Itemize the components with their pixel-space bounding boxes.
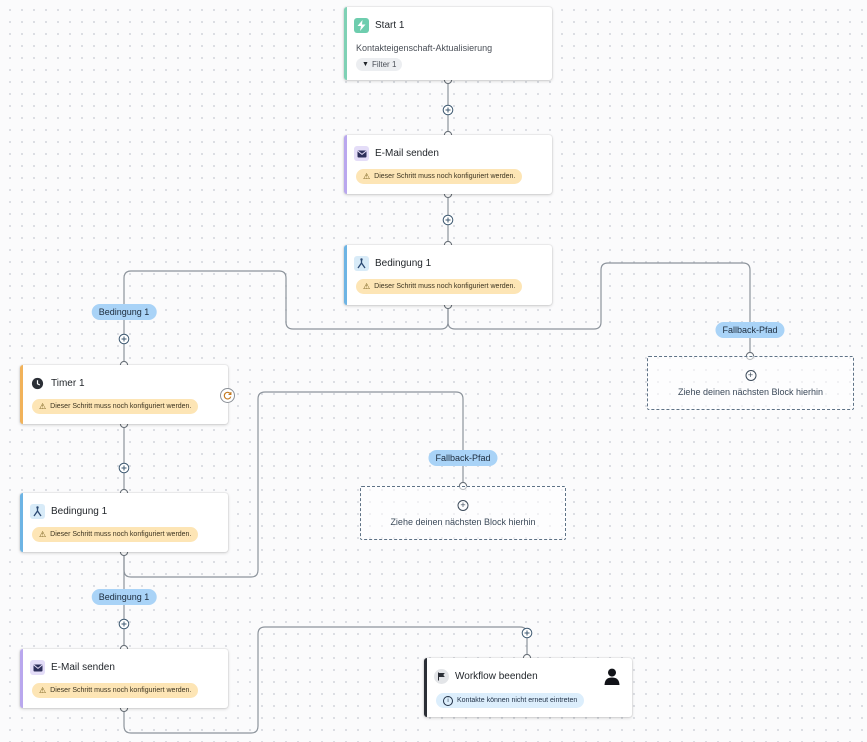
warning-icon: ⚠: [39, 530, 47, 539]
plus-circle-icon: +: [457, 500, 469, 511]
add-step-buttons[interactable]: [118, 104, 533, 639]
drop-zone-text: Ziehe deinen nächsten Block hierhin: [677, 387, 824, 397]
branch-label-condition[interactable]: Bedingung 1: [91, 589, 157, 605]
funnel-icon: ▼: [362, 61, 369, 68]
flag-icon: [434, 669, 449, 684]
config-warning-text: Dieser Schritt muss noch konfiguriert we…: [50, 531, 192, 538]
timer-node[interactable]: Timer 1 ⚠ Dieser Schritt muss noch konfi…: [20, 365, 228, 424]
reenrollment-info: i Kontakte können nicht erneut eintreten: [436, 693, 585, 708]
drop-zone-text: Ziehe deinen nächsten Block hierhin: [390, 517, 536, 527]
end-node-header: Workflow beenden: [434, 669, 538, 684]
config-warning: ⚠ Dieser Schritt muss noch konfiguriert …: [32, 683, 199, 698]
timer-node-title: Timer 1: [51, 378, 85, 389]
branch-icon: [30, 504, 45, 519]
config-warning-text: Dieser Schritt muss noch konfiguriert we…: [374, 173, 516, 180]
email-node-title: E-Mail senden: [375, 148, 439, 159]
end-node-title: Workflow beenden: [455, 671, 538, 682]
lightning-icon: [354, 18, 369, 33]
warning-icon: ⚠: [39, 402, 47, 411]
config-warning-text: Dieser Schritt muss noch konfiguriert we…: [50, 687, 192, 694]
timer-node-header: Timer 1: [30, 376, 85, 391]
clock-icon: [30, 376, 45, 391]
config-warning: ⚠ Dieser Schritt muss noch konfiguriert …: [32, 527, 199, 542]
start-node-title: Start 1: [375, 20, 405, 31]
trigger-type: Kontakteigenschaft-Aktualisierung: [356, 43, 493, 53]
person-icon: [604, 668, 620, 690]
filter-label: Filter 1: [371, 60, 397, 69]
add-step-button[interactable]: [521, 627, 533, 639]
config-warning-text: Dieser Schritt muss noch konfiguriert we…: [374, 283, 516, 290]
branch-label-fallback[interactable]: Fallback-Pfad: [715, 322, 785, 338]
start-node-header: Start 1: [354, 18, 404, 33]
info-icon: i: [443, 695, 453, 706]
email-node-header: E-Mail senden: [354, 146, 439, 161]
condition-node[interactable]: Bedingung 1 ⚠ Dieser Schritt muss noch k…: [344, 245, 552, 305]
warning-icon: ⚠: [363, 282, 371, 291]
branch-icon: [354, 256, 369, 271]
envelope-icon: [354, 146, 369, 161]
email-node-header: E-Mail senden: [30, 660, 115, 675]
end-workflow-node[interactable]: Workflow beenden i Kontakte können nicht…: [424, 658, 632, 717]
add-step-button[interactable]: [118, 333, 130, 345]
envelope-icon: [30, 660, 45, 675]
drop-zone[interactable]: + Ziehe deinen nächsten Block hierhin: [647, 356, 854, 410]
add-step-button[interactable]: [442, 214, 454, 226]
branch-label-condition[interactable]: Bedingung 1: [91, 304, 157, 320]
condition-node[interactable]: Bedingung 1 ⚠ Dieser Schritt muss noch k…: [20, 493, 228, 552]
warning-icon: ⚠: [39, 686, 47, 695]
start-node[interactable]: Start 1 Kontakteigenschaft-Aktualisierun…: [344, 7, 552, 80]
config-warning: ⚠ Dieser Schritt muss noch konfiguriert …: [356, 169, 523, 184]
condition-node-header: Bedingung 1: [354, 256, 431, 271]
warning-icon: ⚠: [363, 172, 371, 181]
condition-node-header: Bedingung 1: [30, 504, 107, 519]
email-node[interactable]: E-Mail senden ⚠ Dieser Schritt muss noch…: [20, 649, 228, 708]
refresh-icon[interactable]: [220, 388, 235, 403]
add-step-button[interactable]: [442, 104, 454, 116]
branch-label-fallback[interactable]: Fallback-Pfad: [428, 450, 498, 466]
add-step-button[interactable]: [118, 462, 130, 474]
config-warning-text: Dieser Schritt muss noch konfiguriert we…: [50, 403, 192, 410]
email-node[interactable]: E-Mail senden ⚠ Dieser Schritt muss noch…: [344, 135, 552, 194]
email-node-title: E-Mail senden: [51, 662, 115, 673]
condition-node-title: Bedingung 1: [375, 258, 432, 269]
condition-node-title: Bedingung 1: [51, 506, 108, 517]
add-step-button[interactable]: [118, 618, 130, 630]
drop-zone[interactable]: + Ziehe deinen nächsten Block hierhin: [360, 486, 566, 540]
plus-circle-icon: +: [745, 370, 756, 381]
reenrollment-text: Kontakte können nicht erneut eintreten: [457, 697, 578, 704]
filter-badge[interactable]: ▼ Filter 1: [356, 58, 403, 71]
config-warning: ⚠ Dieser Schritt muss noch konfiguriert …: [32, 399, 199, 414]
config-warning: ⚠ Dieser Schritt muss noch konfiguriert …: [356, 279, 523, 294]
